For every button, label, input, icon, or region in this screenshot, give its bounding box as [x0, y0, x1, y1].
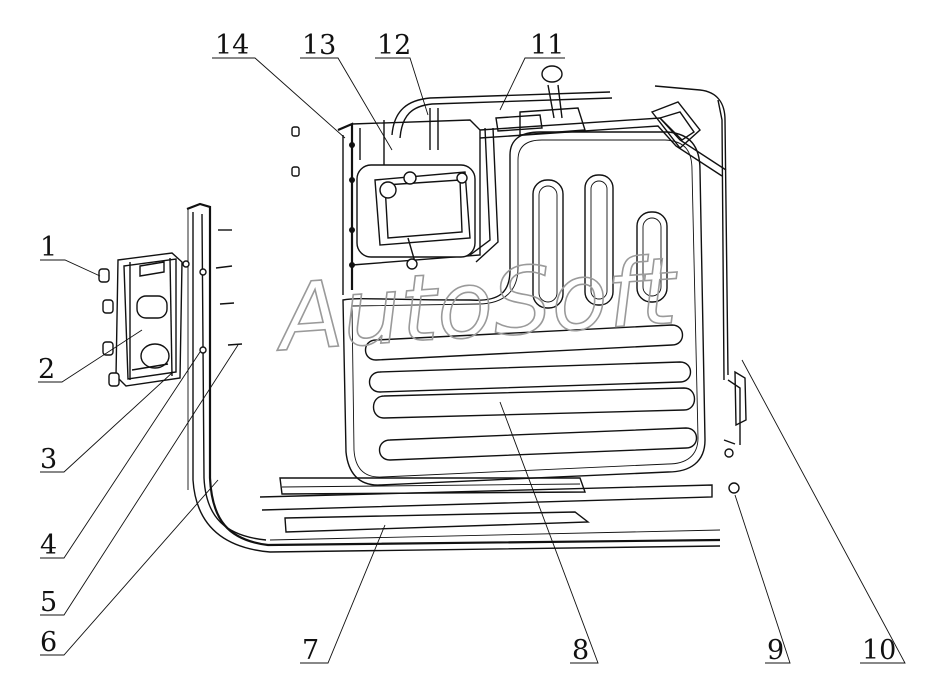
fuel-tank [342, 85, 741, 486]
callout-14: 14 [215, 30, 249, 61]
bolt-set-left [98, 126, 300, 387]
callout-12: 12 [377, 30, 411, 61]
watermark: AutoSoft [271, 237, 682, 372]
bracket-plate [115, 252, 183, 387]
lower-strap [259, 477, 721, 541]
callout-5: 5 [40, 587, 57, 618]
callout-11: 11 [530, 30, 564, 61]
callout-9: 9 [767, 635, 784, 666]
nut-and-clip [724, 370, 747, 494]
callout-4: 4 [40, 530, 57, 561]
callout-10: 10 [862, 635, 896, 666]
callout-13: 13 [302, 30, 336, 61]
callout-2: 2 [38, 354, 55, 385]
callout-7: 7 [302, 635, 319, 666]
callout-3: 3 [40, 444, 57, 475]
callout-labels: 1 2 3 4 5 6 7 8 9 10 11 12 13 14 [38, 30, 896, 666]
pump-module [337, 119, 481, 295]
frame-strap [182, 202, 721, 553]
pipe-assembly [391, 65, 727, 263]
leader-lines [38, 57, 906, 664]
callout-6: 6 [40, 627, 57, 658]
callout-8: 8 [572, 635, 589, 666]
callout-1: 1 [40, 232, 57, 263]
